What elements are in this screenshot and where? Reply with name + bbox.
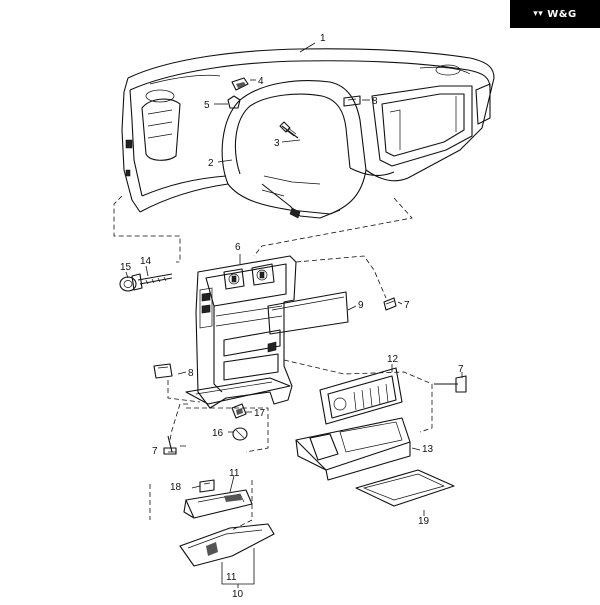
callout-1: 1 <box>320 33 326 44</box>
callout-10: 10 <box>232 589 244 600</box>
clip-part-4 <box>231 77 249 91</box>
trim-part-10 <box>179 523 275 567</box>
callout-19: 19 <box>418 516 430 527</box>
dashboard-panel <box>121 48 495 219</box>
center-console-frame <box>195 255 297 409</box>
callout-16: 16 <box>212 428 224 439</box>
clip-part-8-lower <box>153 363 173 379</box>
brand-logo-icon: ▾▾ <box>533 9 544 19</box>
screw-part-7-right <box>383 297 397 311</box>
callout-17: 17 <box>254 408 266 419</box>
callout-11-top: 11 <box>229 468 240 479</box>
glovebox-tray-part-13 <box>295 417 411 481</box>
brand-badge: ▾▾ W&G <box>510 0 600 28</box>
mat-part-19 <box>355 469 455 507</box>
clip-part-16 <box>232 427 248 441</box>
console-to-glovebox-boundary <box>283 359 433 433</box>
callout-3: 3 <box>274 138 280 149</box>
console-to-screw7-right <box>295 255 387 299</box>
callout-14: 14 <box>140 256 152 267</box>
callout-15: 15 <box>120 262 132 273</box>
callout-18: 18 <box>170 482 182 493</box>
brand-text: W&G <box>547 8 577 20</box>
vent-panel-part-12 <box>319 367 403 425</box>
callout-12: 12 <box>387 354 399 365</box>
switch-part-18 <box>199 479 215 493</box>
box-part-11 <box>183 489 253 519</box>
callout-7-right: 7 <box>404 300 410 311</box>
clip-part-8-top <box>343 95 361 107</box>
upper-leaders <box>214 42 370 163</box>
lower-leaders <box>168 254 463 516</box>
callout-5: 5 <box>204 100 210 111</box>
callout-7-lower: 7 <box>152 446 158 457</box>
lower-left-boundary <box>169 403 269 453</box>
callout-bracket-10-11 <box>221 548 255 588</box>
box11-boundary <box>149 480 253 531</box>
clip-part-5 <box>227 95 241 109</box>
callout-8-top: 8 <box>372 96 378 107</box>
callout-6: 6 <box>235 242 241 253</box>
console-base <box>185 377 291 405</box>
screw-part-3 <box>279 121 299 139</box>
callout-2: 2 <box>208 158 214 169</box>
screw-part-7-far-right <box>434 375 467 393</box>
callout-labels: 1 2 3 4 5 6 7 7 7 8 8 9 10 11 11 12 13 1… <box>120 33 464 600</box>
clip8-to-console <box>167 380 201 403</box>
callout-13: 13 <box>422 444 434 455</box>
dashboard-right-boundary <box>253 197 413 257</box>
clip-part-17 <box>231 403 247 419</box>
callout-11-bottom: 11 <box>226 572 237 583</box>
leader-14 <box>145 265 149 277</box>
callout-4: 4 <box>258 76 264 87</box>
blank-panel-part-9 <box>267 291 349 335</box>
leader-15 <box>125 271 129 279</box>
screw-part-14 <box>131 273 173 291</box>
screw-part-7-lower <box>163 435 177 455</box>
callout-7-far-right: 7 <box>458 364 464 375</box>
callout-9: 9 <box>358 300 364 311</box>
dashboard-left-boundary <box>113 195 181 263</box>
callout-8-lower: 8 <box>188 368 194 379</box>
